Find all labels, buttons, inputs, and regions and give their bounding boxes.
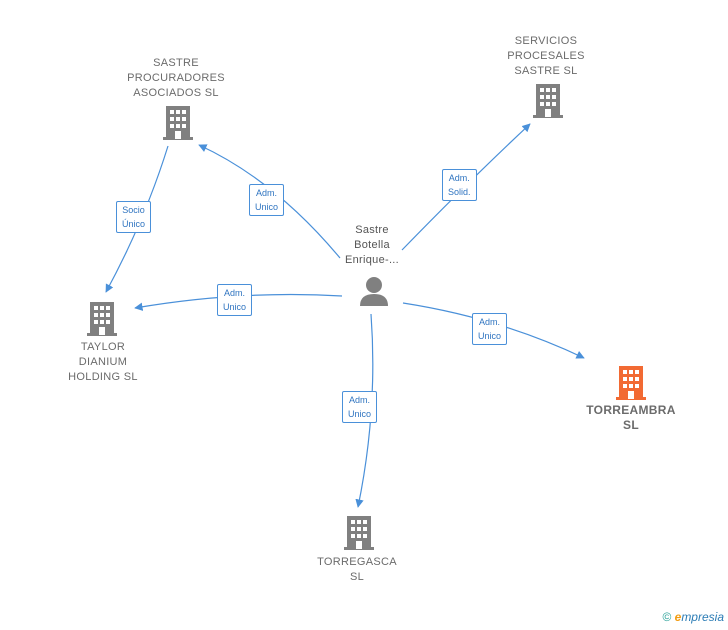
copyright-icon: © [662,610,672,624]
building-icon-servicios-procesales[interactable] [533,84,563,118]
node-label-taylor[interactable]: TAYLOR DIANIUM HOLDING SL [68,341,138,383]
edge-label-to-servicios-procesales[interactable]: Adm. Solid. [442,169,477,201]
node-label-servicios-procesales[interactable]: SERVICIOS PROCESALES SASTRE SL [507,35,585,77]
node-label-torregasca[interactable]: TORREGASCA SL [317,556,397,583]
edge-label-to-torregasca[interactable]: Adm. Unico [342,391,378,423]
edge-label-to-torreambra[interactable]: Adm. Unico [472,313,508,345]
edge-label-procuradores-to-taylor[interactable]: Socio Único [116,201,152,233]
edge-label-to-taylor[interactable]: Adm. Unico [217,284,253,316]
brand-logo-text: mpresia [681,610,724,624]
building-icon-torregasca[interactable] [344,516,374,550]
brand-logo-e: e [674,610,682,624]
node-label-person[interactable]: Sastre Botella Enrique-... [344,224,400,266]
node-label-torreambra[interactable]: TORREAMBRA SL [586,403,676,432]
building-icon-taylor[interactable] [87,302,117,336]
node-label-sastre-procuradores[interactable]: SASTRE PROCURADORES ASOCIADOS SL [127,57,225,99]
building-icon-sastre-procuradores[interactable] [163,106,193,140]
building-icon-torreambra[interactable] [616,366,646,400]
brand-logo[interactable]: © empresia [662,610,724,624]
edge-label-to-sastre-procuradores[interactable]: Adm. Unico [249,184,285,216]
person-icon[interactable] [360,277,388,306]
